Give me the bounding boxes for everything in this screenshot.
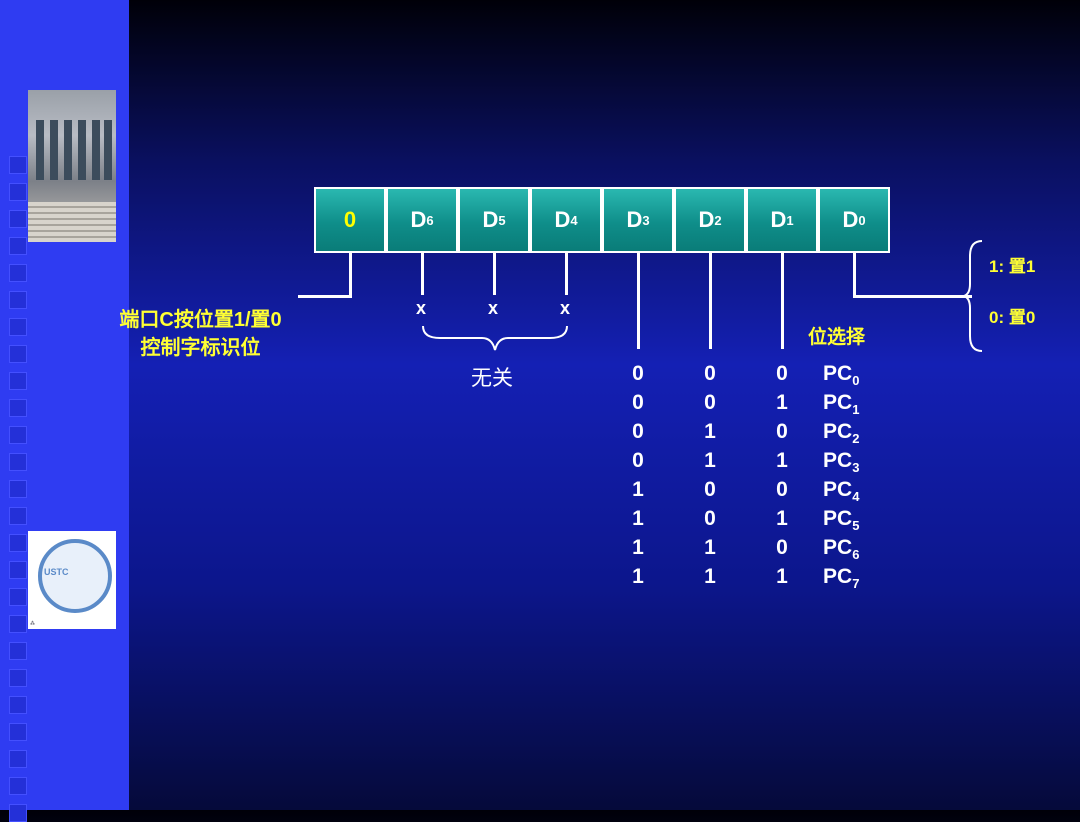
sidebar-square [9, 723, 27, 741]
reset-zero-label: 0: 置0 [989, 308, 1036, 327]
d3-connector [637, 253, 640, 349]
dont-care-mark-d4: x [560, 298, 571, 318]
sidebar-square [9, 237, 27, 255]
sidebar-square [9, 696, 27, 714]
pc-label-row-6: PC6 [823, 536, 860, 562]
d7-connector [349, 253, 352, 298]
sidebar-square [9, 426, 27, 444]
bit-d1-row-6: 0 [776, 536, 788, 559]
sidebar-square [9, 480, 27, 498]
d6-connector [421, 253, 424, 295]
sidebar-square [9, 669, 27, 687]
sidebar-square [9, 507, 27, 525]
sidebar-square [9, 156, 27, 174]
sidebar-square [9, 318, 27, 336]
bit-d2-row-0: 0 [704, 362, 716, 385]
pc-label-row-2: PC2 [823, 420, 860, 446]
bit-d1-row-7: 1 [776, 565, 788, 588]
bit-d1-row-1: 1 [776, 391, 788, 414]
dont-care-mark-d5: x [488, 298, 499, 318]
bit-d3-row-1: 0 [632, 391, 644, 414]
bit-select-label: 位选择 [808, 327, 866, 348]
dont-care-label: 无关 [471, 367, 513, 390]
logo-text: USTC [44, 567, 69, 577]
control-word-flag-label-line1: 端口C按位置1/置0 [119, 309, 282, 331]
dont-care-mark-d6: x [416, 298, 427, 318]
pc-label-row-3: PC3 [823, 449, 860, 475]
pc-label-row-5: PC5 [823, 507, 860, 533]
bit-d2-row-5: 0 [704, 507, 716, 530]
sidebar-squares [0, 0, 129, 822]
d5-connector [493, 253, 496, 295]
d0-connector-horizontal [853, 295, 972, 298]
set-reset-brace [962, 240, 983, 352]
campus-building-photo [28, 90, 116, 242]
bit-d3-row-2: 0 [632, 420, 644, 443]
d7-connector-horizontal [298, 295, 352, 298]
bit-d2-row-4: 0 [704, 478, 716, 501]
d1-connector [781, 253, 784, 349]
register-cell-d7: 0 [314, 187, 386, 253]
bit-d1-row-4: 0 [776, 478, 788, 501]
bit-d3-row-7: 1 [632, 565, 644, 588]
control-word-flag-label: 端口C按位置1/置0 控制字标识位 [98, 306, 303, 362]
sidebar-square [9, 372, 27, 390]
bit-d2-row-3: 1 [704, 449, 716, 472]
sidebar-square [9, 561, 27, 579]
bit-d1-row-5: 1 [776, 507, 788, 530]
control-word-flag-label-line2: 控制字标识位 [140, 337, 261, 359]
d4-connector [565, 253, 568, 295]
sidebar-square [9, 345, 27, 363]
bit-d2-row-1: 0 [704, 391, 716, 414]
d0-connector [853, 253, 856, 298]
bit-d3-row-3: 0 [632, 449, 644, 472]
dont-care-brace [422, 325, 568, 351]
sidebar-square [9, 615, 27, 633]
pc-label-row-1: PC1 [823, 391, 860, 417]
sidebar-square [9, 183, 27, 201]
sidebar-square [9, 264, 27, 282]
sidebar-square [9, 453, 27, 471]
bit-d1-row-3: 1 [776, 449, 788, 472]
bit-d3-row-6: 1 [632, 536, 644, 559]
pc-label-row-4: PC4 [823, 478, 860, 504]
sidebar-square [9, 642, 27, 660]
university-logo: USTC ⁂ [28, 531, 116, 629]
sidebar-square [9, 210, 27, 228]
pc-label-row-0: PC0 [823, 362, 860, 388]
bit-d2-row-7: 1 [704, 565, 716, 588]
sidebar-square [9, 777, 27, 795]
bit-d3-row-4: 1 [632, 478, 644, 501]
pc-label-row-7: PC7 [823, 565, 860, 591]
sidebar-square [9, 750, 27, 768]
bit-d1-row-0: 0 [776, 362, 788, 385]
bit-d3-row-0: 0 [632, 362, 644, 385]
sidebar-square [9, 534, 27, 552]
bit-d2-row-2: 1 [704, 420, 716, 443]
sidebar-square [9, 588, 27, 606]
sidebar-square [9, 804, 27, 822]
bit-d2-row-6: 1 [704, 536, 716, 559]
sidebar-square [9, 399, 27, 417]
bit-d1-row-2: 0 [776, 420, 788, 443]
set-one-label: 1: 置1 [989, 257, 1036, 276]
d2-connector [709, 253, 712, 349]
bit-d3-row-5: 1 [632, 507, 644, 530]
sidebar-square [9, 291, 27, 309]
